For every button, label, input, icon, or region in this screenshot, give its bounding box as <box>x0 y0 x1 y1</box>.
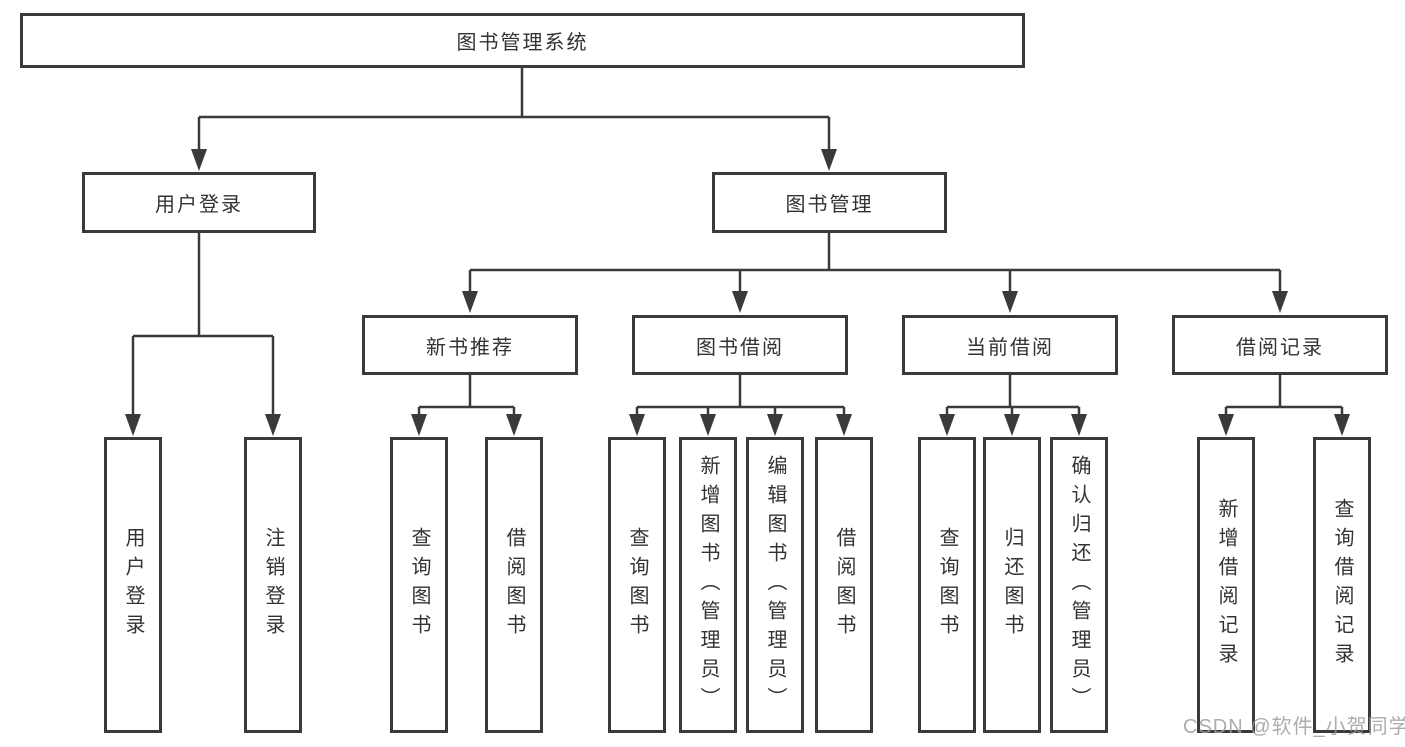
node-current-borrowing: 当前借阅 <box>902 315 1118 375</box>
node-edit-books-admin: 编辑图书（管理员） <box>746 437 804 733</box>
node-label: 图书管理 <box>785 194 874 216</box>
node-library-system-root: 图书管理系统 <box>20 13 1025 68</box>
node-book-borrowing: 图书借阅 <box>632 315 848 375</box>
node-label: 用户登录 <box>122 527 144 643</box>
node-borrowing-records: 借阅记录 <box>1172 315 1388 375</box>
node-label: 用户登录 <box>155 194 243 216</box>
node-label: 当前借阅 <box>966 336 1054 359</box>
node-query-books: 查询图书 <box>918 437 976 733</box>
node-user-login-action: 用户登录 <box>104 437 162 733</box>
node-label: 查询图书 <box>936 527 958 643</box>
csdn-watermark: CSDN @软件_小贺同学 <box>1183 716 1405 738</box>
node-label: 新书推荐 <box>426 336 514 359</box>
node-label: 借阅图书 <box>833 527 855 643</box>
node-borrow-books: 借阅图书 <box>815 437 873 733</box>
node-label: 新增借阅记录 <box>1215 498 1237 672</box>
node-logout: 注销登录 <box>244 437 302 733</box>
node-label: 借阅图书 <box>503 527 525 643</box>
node-label: 查询图书 <box>626 527 648 643</box>
node-add-books-admin: 新增图书（管理员） <box>679 437 737 733</box>
node-return-books: 归还图书 <box>983 437 1041 733</box>
node-label: 编辑图书（管理员） <box>764 454 786 716</box>
node-new-book-recommendation: 新书推荐 <box>362 315 578 375</box>
node-label: 归还图书 <box>1001 527 1023 643</box>
node-label: 查询图书 <box>408 527 430 643</box>
node-label: 确认归还（管理员） <box>1068 454 1090 716</box>
node-query-books: 查询图书 <box>390 437 448 733</box>
node-label: 查询借阅记录 <box>1331 498 1353 672</box>
node-user-login: 用户登录 <box>82 172 316 233</box>
node-label: 新增图书（管理员） <box>697 454 719 716</box>
node-label: 注销登录 <box>262 527 284 643</box>
node-label: 借阅记录 <box>1236 336 1324 359</box>
arrowhead-icons <box>125 149 1350 436</box>
node-query-borrow-record: 查询借阅记录 <box>1313 437 1371 733</box>
node-query-books: 查询图书 <box>608 437 666 733</box>
node-confirm-return-admin: 确认归还（管理员） <box>1050 437 1108 733</box>
node-add-borrow-record: 新增借阅记录 <box>1197 437 1255 733</box>
node-label: 图书借阅 <box>696 336 784 359</box>
node-label: 图书管理系统 <box>456 32 589 54</box>
node-borrow-books: 借阅图书 <box>485 437 543 733</box>
node-book-management: 图书管理 <box>712 172 947 233</box>
